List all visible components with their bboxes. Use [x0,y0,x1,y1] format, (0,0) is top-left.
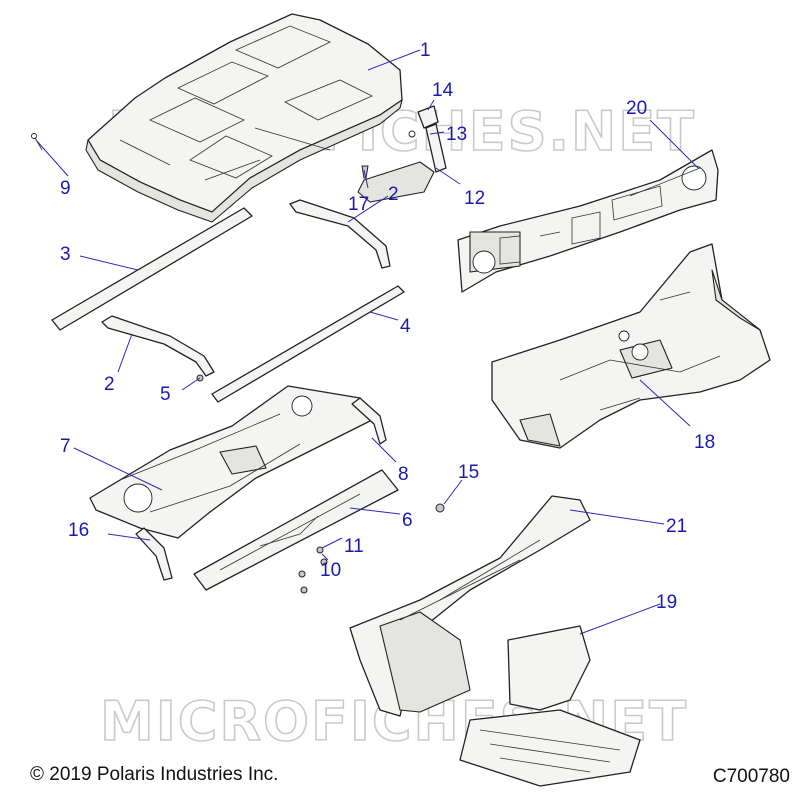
callout-5: 5 [160,384,171,405]
callout-18: 18 [694,432,715,453]
strip-4 [211,285,405,403]
callout-19: 19 [656,592,677,613]
callout-14: 14 [432,80,454,101]
trim-8 [351,397,387,445]
roof-part [85,13,403,223]
trim-16 [135,527,173,581]
copyright-notice: © 2019 Polaris Industries Inc. [30,764,279,785]
strip-3 [51,207,253,331]
callout-21: 21 [666,516,687,537]
drawing-number: C700780 [712,766,790,787]
callout-11: 11 [344,536,364,557]
headliner-7 [89,385,373,539]
fastener-9 [31,133,43,151]
callout-6: 6 [402,510,413,531]
trim-2-upper [289,199,391,269]
mirror-assembly [357,105,447,203]
callout-3: 3 [60,244,71,265]
callout-17: 17 [348,194,369,215]
callout-20: 20 [626,98,647,119]
panel-6 [193,469,399,591]
fasteners-10-11 [298,546,328,594]
callout-4: 4 [400,316,411,337]
callout-2-upper: 2 [388,184,399,205]
callout-15: 15 [458,462,479,483]
callout-2-lower: 2 [104,374,115,395]
callout-10: 10 [320,560,341,581]
floor-panel-18 [491,243,771,449]
floor-21 [349,495,591,717]
trim-2-lower [101,315,215,377]
callout-7: 7 [60,436,71,457]
callouts: 1 2 2 3 4 5 6 7 8 9 10 11 12 13 14 15 16… [60,40,715,613]
leader-lines [35,49,699,635]
callout-8: 8 [398,464,409,485]
fastener-15 [435,503,445,513]
tub-19 [459,625,641,787]
callout-9: 9 [60,178,71,199]
callout-16: 16 [68,520,89,541]
callout-13: 13 [446,124,467,145]
dash-panel-20 [457,149,719,293]
callout-1: 1 [420,40,431,61]
callout-12: 12 [464,188,485,209]
